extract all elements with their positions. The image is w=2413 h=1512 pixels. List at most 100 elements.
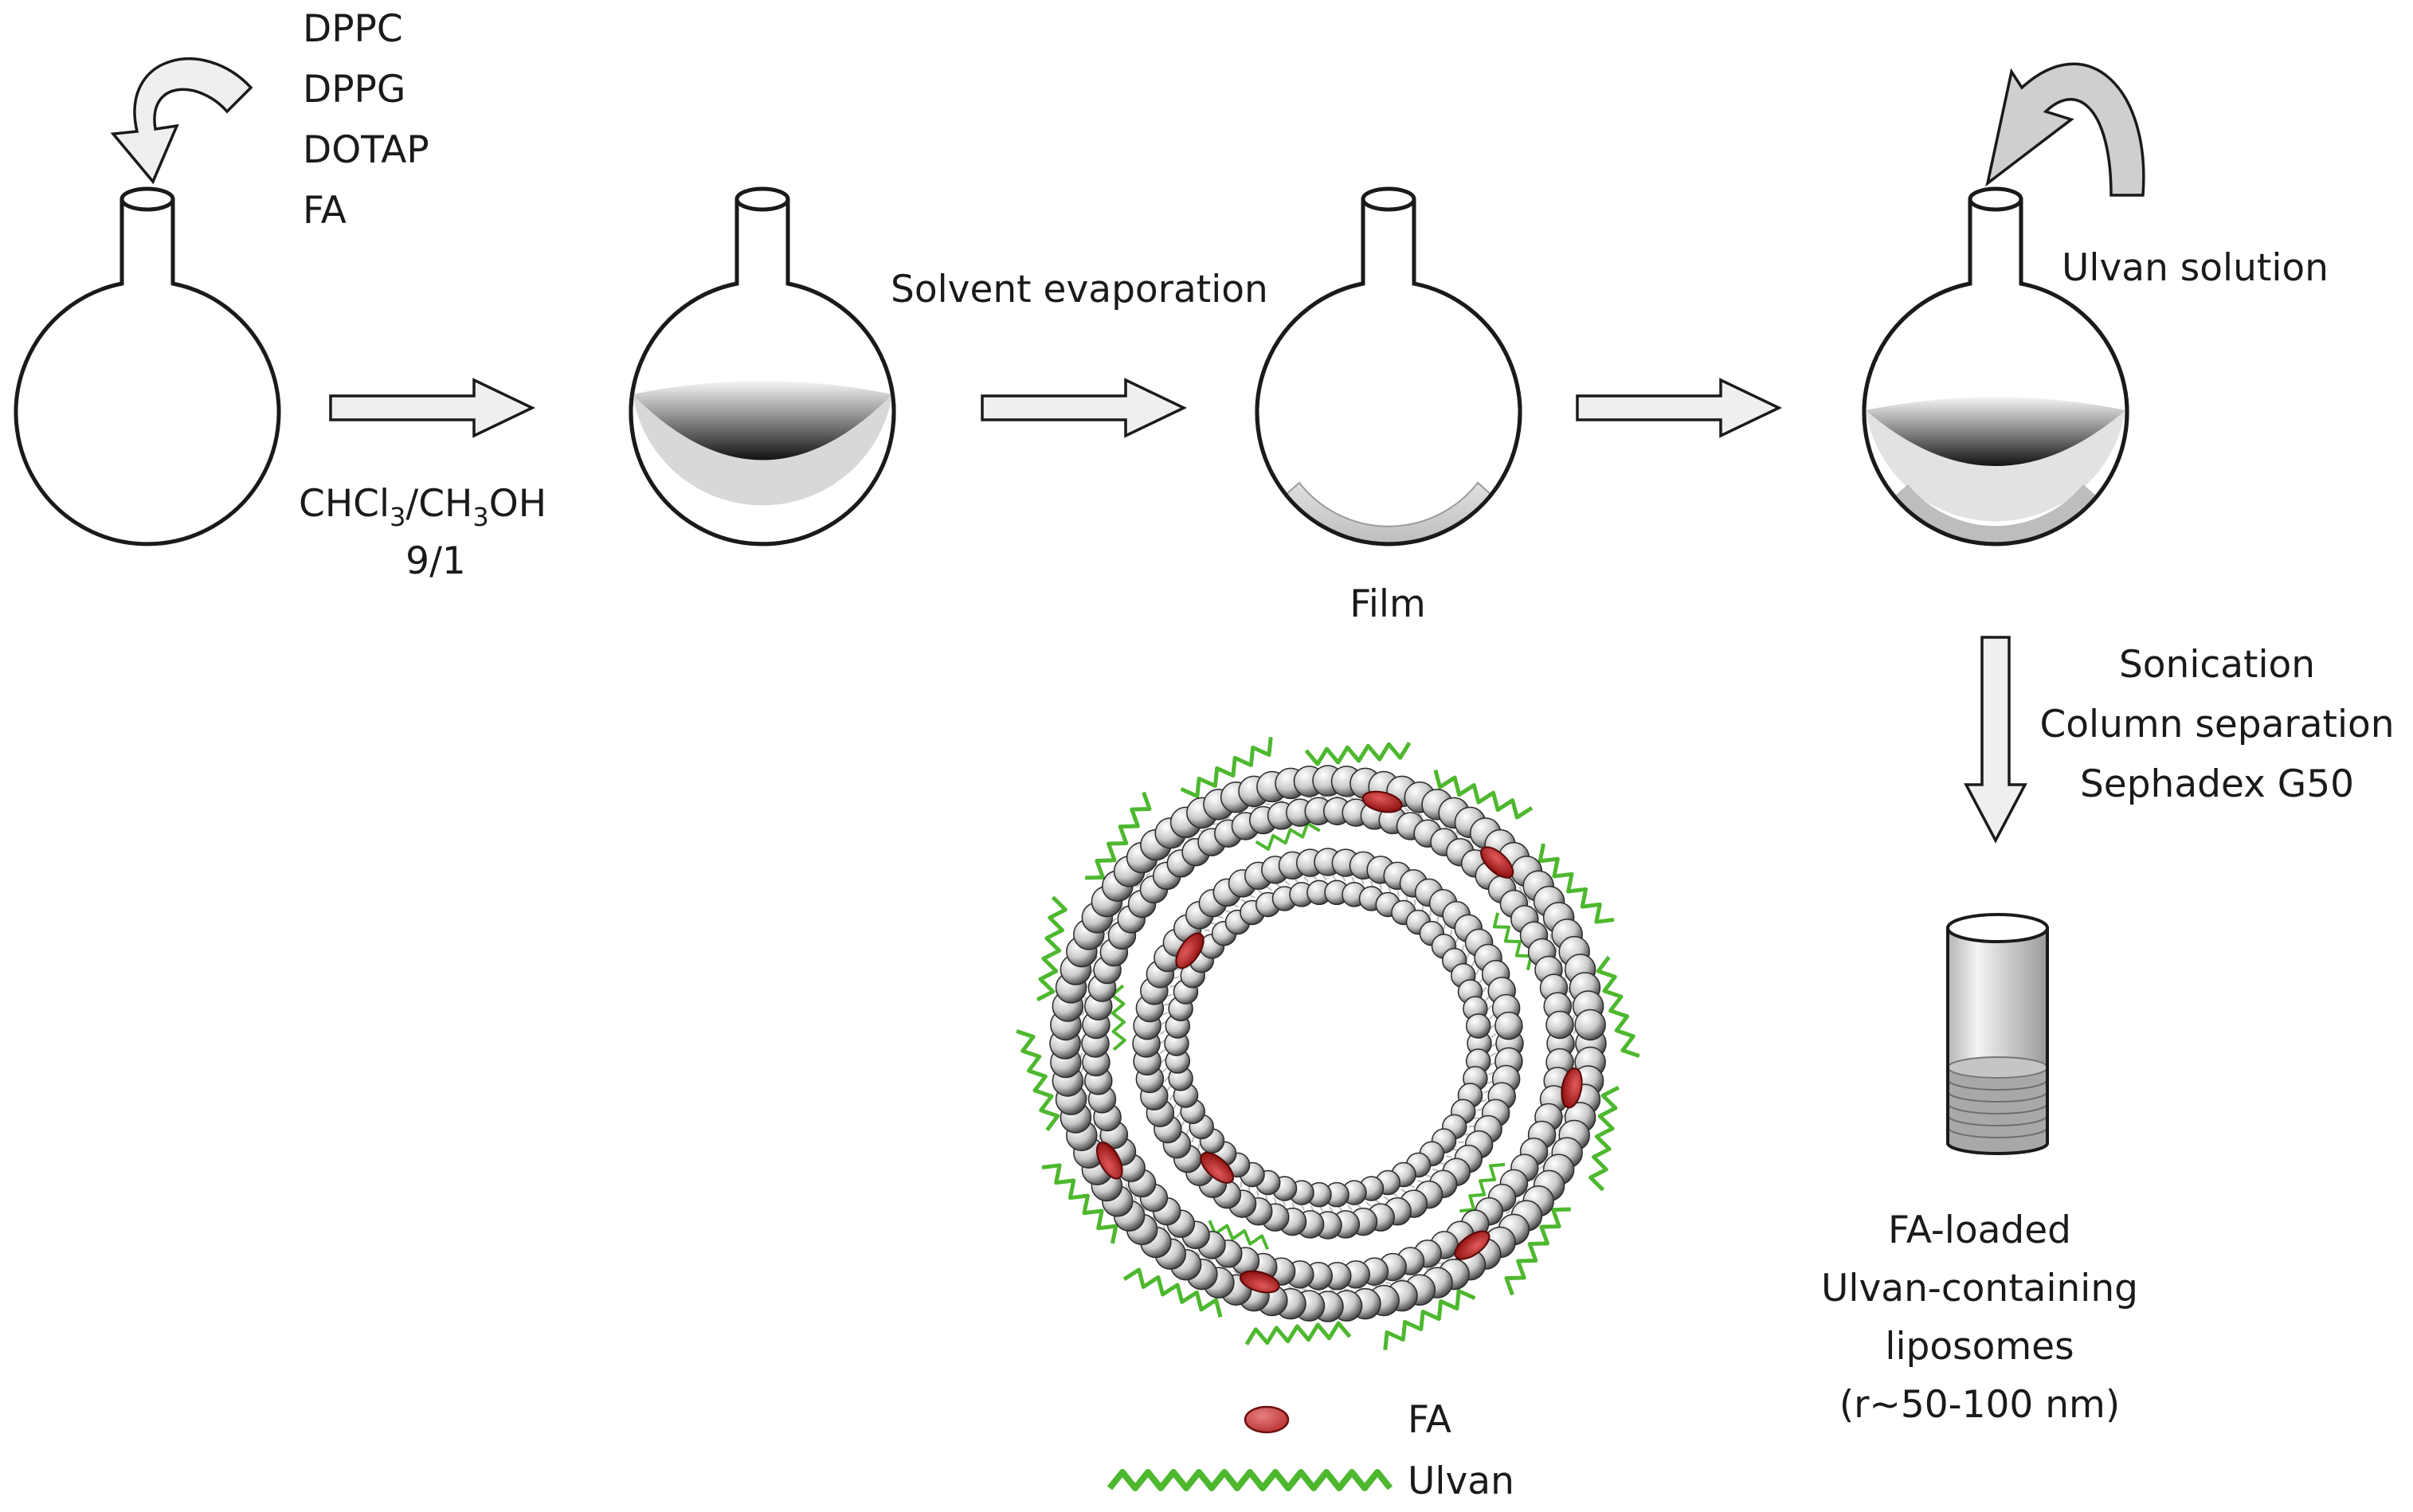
lipid-tail	[1328, 1206, 1334, 1212]
lipid-tail	[1284, 880, 1291, 886]
fa-molecule	[1480, 846, 1514, 879]
lipid-tail	[1408, 1184, 1416, 1189]
lipid-tail	[1282, 1200, 1287, 1207]
legend-ulvan-icon	[1107, 1469, 1393, 1491]
lipid-tail	[1392, 1193, 1399, 1197]
product-label-line-3: liposomes	[1885, 1325, 2074, 1369]
lipid-tail	[1351, 876, 1356, 883]
lipid-tail	[1320, 795, 1326, 798]
add-reagents-curved-arrow	[110, 57, 253, 185]
lipid-tail	[1159, 1030, 1166, 1035]
ulvan-chain	[1255, 821, 1321, 851]
ulvan-chain	[1304, 742, 1412, 766]
lipid-tail	[1490, 1052, 1497, 1057]
lipid-tail	[1449, 930, 1453, 936]
ulvan-chain	[1016, 1029, 1060, 1132]
ulvan-chain	[1433, 769, 1534, 820]
lipid-tail	[1185, 1128, 1190, 1135]
product-label-line-4: (r~50-100 nm)	[1839, 1383, 2120, 1427]
lipid-tail	[1079, 1052, 1083, 1059]
lipid-tail	[1471, 960, 1475, 967]
lipid-tail	[1232, 903, 1240, 908]
lipid-tail	[1518, 886, 1523, 892]
fa-molecule	[1361, 790, 1403, 813]
lipid-tail	[1275, 883, 1282, 888]
lipid-tail	[1490, 1033, 1497, 1039]
legend-fa-label: FA	[1408, 1398, 1451, 1442]
lipid-tail	[1379, 883, 1383, 890]
legend-ulvan-label: Ulvan	[1408, 1459, 1514, 1503]
flask-empty	[14, 186, 281, 546]
lipid-tail	[1432, 1168, 1439, 1172]
lipid-head	[1545, 1010, 1574, 1040]
lipid-tail	[1475, 969, 1480, 975]
lipid-tail	[1342, 875, 1346, 882]
step-label-evaporation: Solvent evaporation	[891, 268, 1268, 311]
lipid-tail	[1514, 1200, 1521, 1205]
lipid-tail	[1490, 1024, 1496, 1029]
arrow-down-purification	[1964, 636, 2027, 844]
lipid-tail	[1217, 915, 1224, 919]
lipid-tail	[1249, 894, 1255, 899]
lipid-tail	[1248, 1186, 1251, 1193]
lipid-tail	[1160, 1020, 1167, 1025]
lipid-tail	[1388, 887, 1392, 893]
lipid-tail	[1404, 807, 1409, 812]
lipid-tail	[1505, 1210, 1511, 1215]
lipid-head	[1574, 1009, 1606, 1041]
lipid-tail	[1446, 1155, 1452, 1158]
lipid-tail	[1176, 1112, 1181, 1118]
lipid-tail	[1166, 993, 1173, 997]
lipid-tail	[1165, 1086, 1171, 1092]
lipid-tail	[1365, 1201, 1372, 1207]
arrow-step-3	[1576, 378, 1783, 438]
lipid-tail	[1159, 1048, 1165, 1054]
lipid-tail	[1169, 985, 1176, 989]
lipid-tail	[1461, 944, 1465, 951]
lipid-tail	[1477, 1108, 1483, 1111]
lipid-tail	[1482, 986, 1487, 993]
lipid-tail	[1489, 1062, 1496, 1067]
arrow-step-2	[981, 378, 1188, 438]
lipid-tail	[1486, 1080, 1492, 1085]
lipid-tail	[1485, 995, 1490, 1001]
lipid-tail	[1322, 875, 1328, 881]
lipid-tail	[1302, 1287, 1307, 1291]
ulvan-chain	[1180, 737, 1273, 798]
lipid-tail	[1133, 1195, 1138, 1201]
fa-molecule	[1561, 1067, 1583, 1109]
ulvan-chain	[1085, 791, 1152, 880]
lipid-tail	[1483, 1090, 1490, 1094]
lipid-tail	[1111, 917, 1117, 922]
add-ulvan-curved-arrow	[1985, 62, 2145, 197]
ulvan-chain	[1036, 895, 1067, 1002]
lipid-tail	[1161, 1012, 1169, 1016]
lipid-tail	[1468, 1125, 1475, 1128]
lipid-tail	[1319, 1206, 1324, 1212]
lipid-tail	[1313, 875, 1318, 882]
lipid-tail	[1240, 899, 1248, 903]
lipid-tail	[1405, 895, 1408, 901]
lipid-tail	[1135, 883, 1142, 887]
lipid-tail	[1310, 1205, 1314, 1212]
lipid-tail	[1349, 796, 1354, 800]
lipid-tail	[1224, 909, 1232, 914]
lipid-tail	[1369, 880, 1374, 887]
ulvan-chain	[1244, 1321, 1352, 1346]
lipid-tail	[1264, 1194, 1268, 1201]
lipid-tail	[1417, 812, 1423, 817]
ulvan-chain	[1459, 1162, 1506, 1212]
lipid-tail	[1083, 996, 1087, 1002]
lipid-tail	[1181, 1120, 1185, 1127]
lipid-tail	[1159, 1040, 1165, 1044]
lipid-tail	[1099, 1134, 1101, 1141]
step-label-film: Film	[1349, 582, 1426, 626]
lipid-tail	[1487, 1005, 1493, 1011]
lipid-tail	[1330, 1289, 1336, 1292]
lipid-tail	[1555, 946, 1557, 953]
lipid-tail	[1210, 922, 1217, 926]
ulvan-chain	[1538, 843, 1615, 924]
lipid-tail	[1099, 942, 1104, 948]
lipid-tail	[1145, 872, 1151, 877]
lipid-tail	[1416, 1179, 1424, 1184]
